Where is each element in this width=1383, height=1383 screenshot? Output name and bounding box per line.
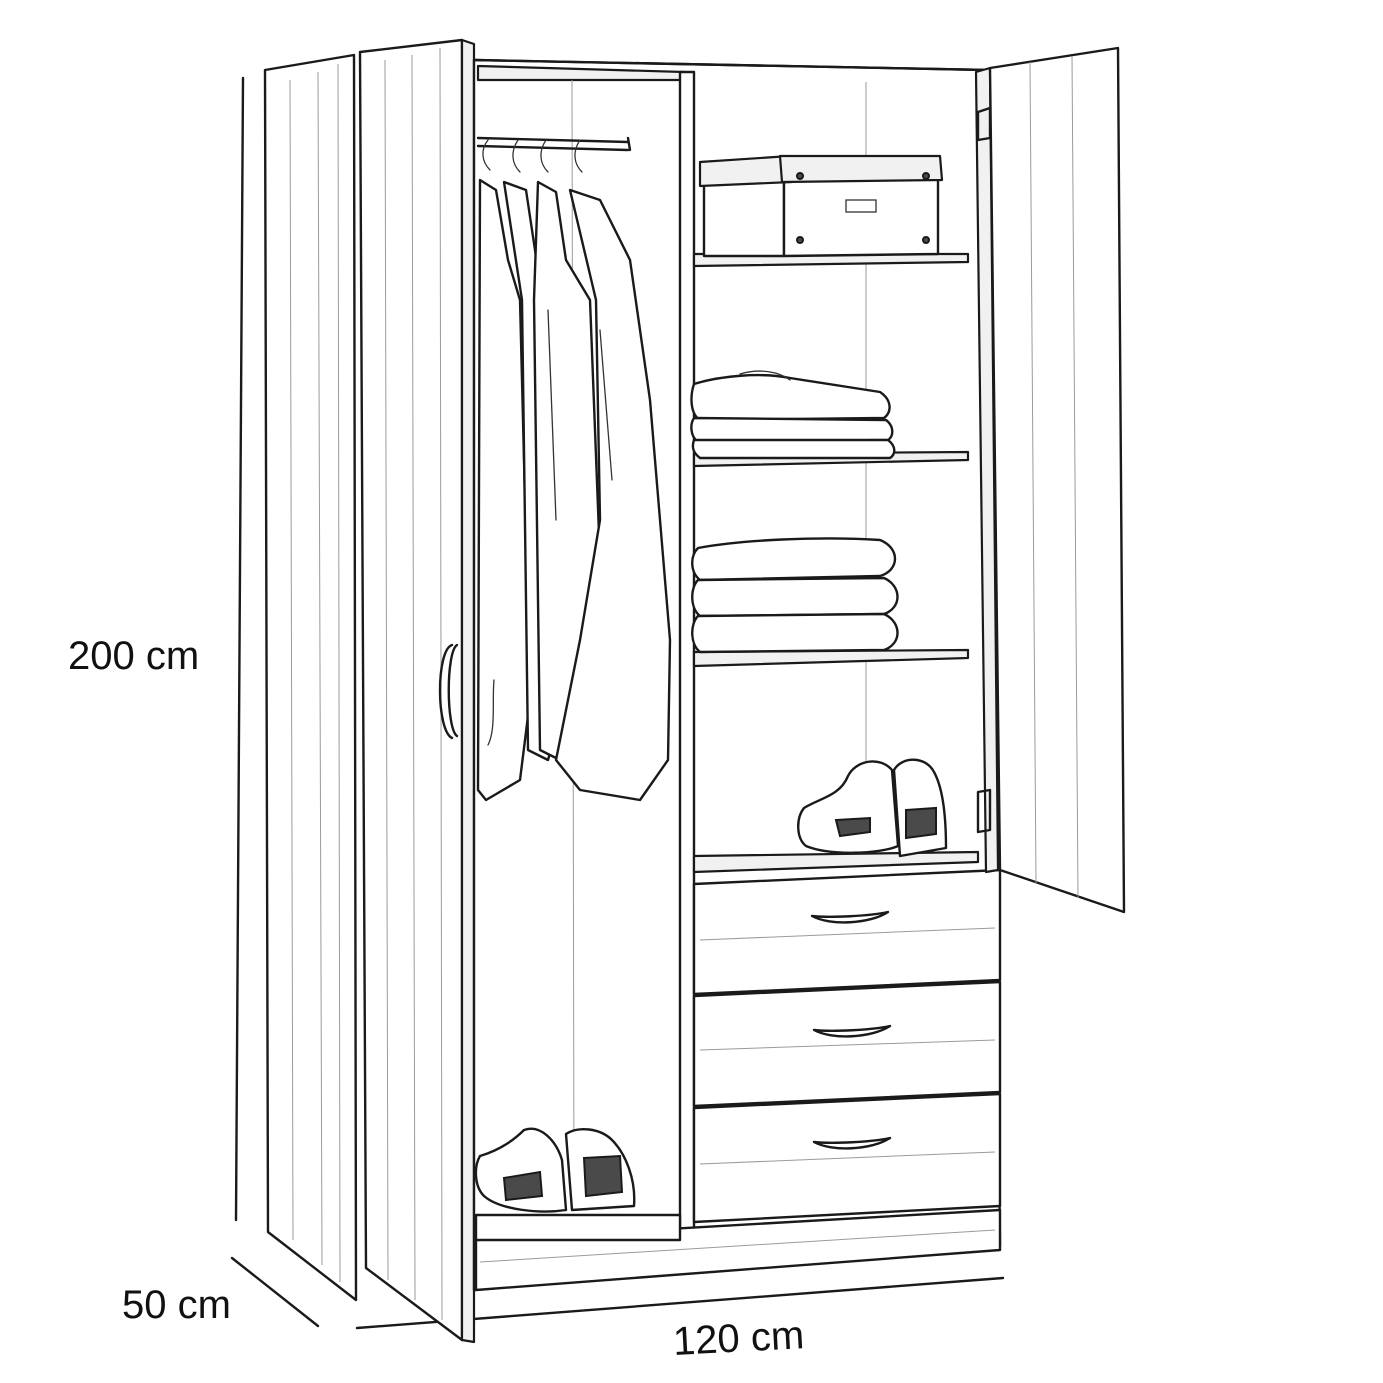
sneakers-left (474, 1127, 636, 1213)
drawer-middle (692, 980, 1002, 1108)
drawer-handle-icon (810, 910, 890, 924)
folded-clothes (690, 370, 896, 460)
height-dimension-line (234, 76, 245, 1222)
right-door (974, 46, 1126, 914)
hinge-icon (976, 106, 992, 142)
door-handle-icon (438, 643, 454, 740)
sneakers-right (797, 758, 948, 858)
hanging-rail (476, 136, 632, 152)
hanging-garments (476, 139, 672, 802)
depth-dimension-label: 50 cm (122, 1283, 231, 1327)
drawer-handle-icon (812, 1024, 892, 1038)
hinge-icon (976, 788, 992, 834)
height-dimension-label: 200 cm (68, 634, 200, 678)
side-panel (263, 53, 358, 1302)
drawer-unit (692, 868, 1002, 1224)
storage-box (698, 154, 944, 258)
drawer-handle-icon (812, 1136, 892, 1150)
towel-stack (691, 537, 899, 654)
depth-dimension-line (230, 1256, 320, 1328)
width-dimension-label: 120 cm (671, 1313, 806, 1364)
left-door (358, 38, 476, 1344)
drawer-top (692, 868, 1002, 996)
